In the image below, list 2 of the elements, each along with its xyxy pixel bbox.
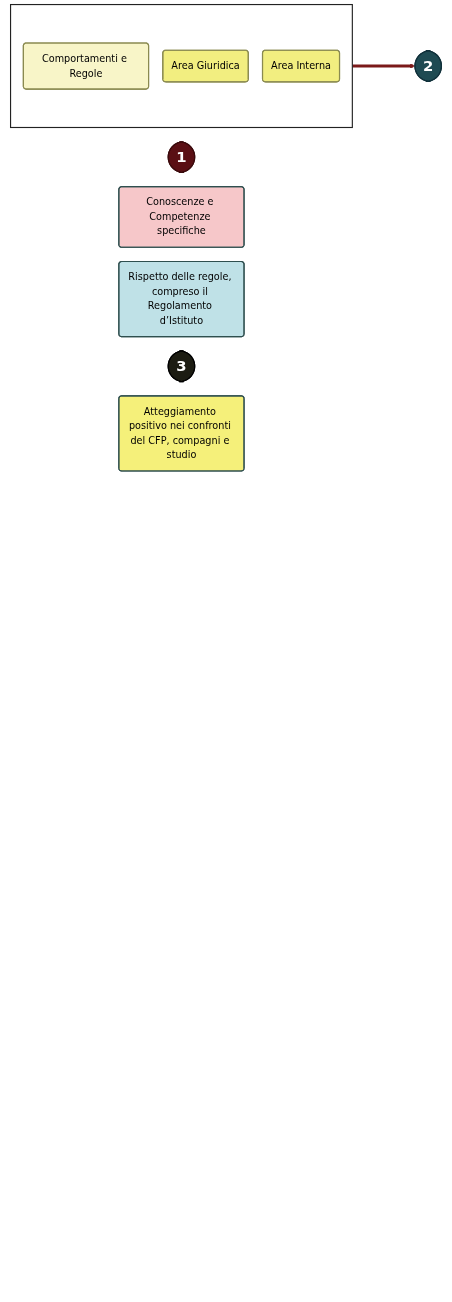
- arrow: [352, 63, 416, 69]
- cluster: [10, 4, 353, 129]
